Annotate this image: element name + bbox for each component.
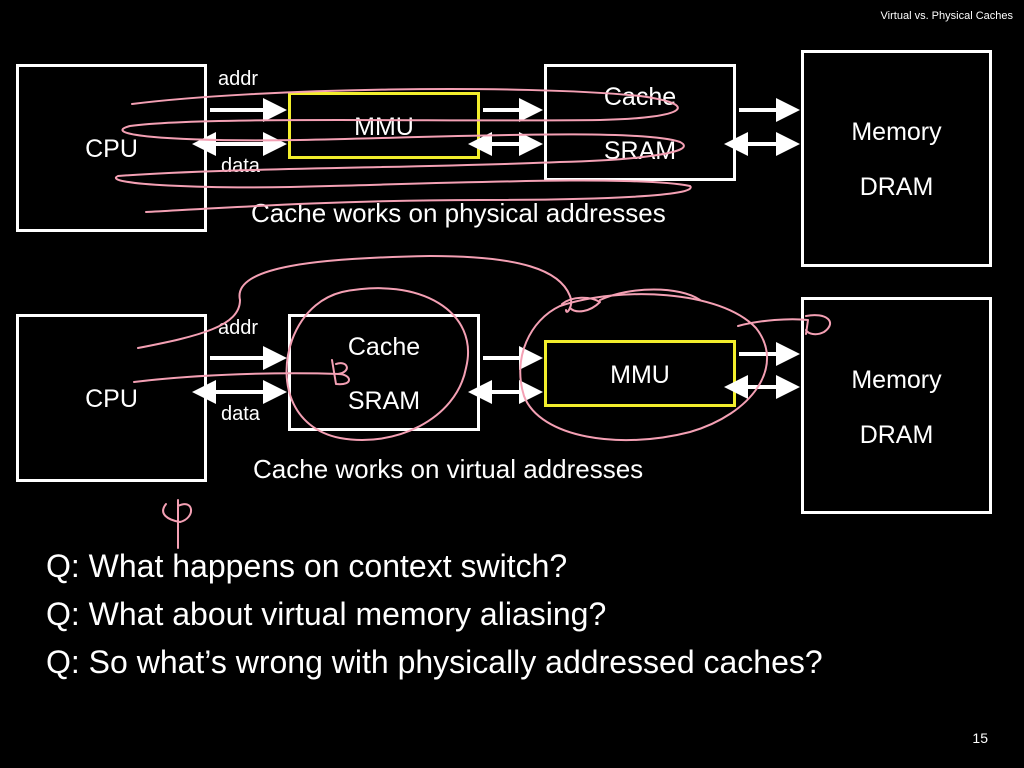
top-addr-label: addr [218,68,259,90]
top-mmu-box [288,92,480,159]
annotation-mmu-scribble [561,296,601,313]
top-memory-label: Memory [851,118,942,146]
bottom-dram-label: DRAM [859,421,934,449]
page-number: 15 [972,730,988,746]
annotation-mmu-circle [519,293,768,442]
top-dram-label: DRAM [859,173,934,201]
slide-title: Virtual vs. Physical Caches [880,10,1013,22]
bottom-mmu-label: MMU [610,361,670,389]
bottom-data-label: data [221,403,260,425]
question-1: Q: What happens on context switch? [46,548,568,584]
bottom-memory-label: Memory [851,366,942,394]
bottom-addr-label: addr [218,317,259,339]
annotation-p-mark [737,314,831,336]
annotation-mmu-loop [599,288,701,301]
annotation-cpu-cache-line [133,372,341,383]
top-mmu-label: MMU [354,113,414,141]
top-cpu-label: CPU [85,135,138,163]
bottom-sram-label: SRAM [347,387,421,415]
bottom-memory-box [801,297,992,514]
annotation-top-loop [114,88,692,213]
bottom-mmu-box [544,340,736,407]
annotation-cache-circle [285,287,469,441]
bottom-caption: Cache works on virtual addresses [253,454,644,484]
top-memory-box [801,50,992,267]
annotation-b-mark [331,359,350,386]
question-3: Q: So what’s wrong with physically addre… [46,644,823,680]
question-2: Q: What about virtual memory aliasing? [46,596,607,632]
annotation-bottom-path [137,255,573,349]
bottom-cpu-label: CPU [85,385,138,413]
annotation-cpu-glyph [162,499,192,549]
bottom-cache-label: Cache [347,333,421,361]
